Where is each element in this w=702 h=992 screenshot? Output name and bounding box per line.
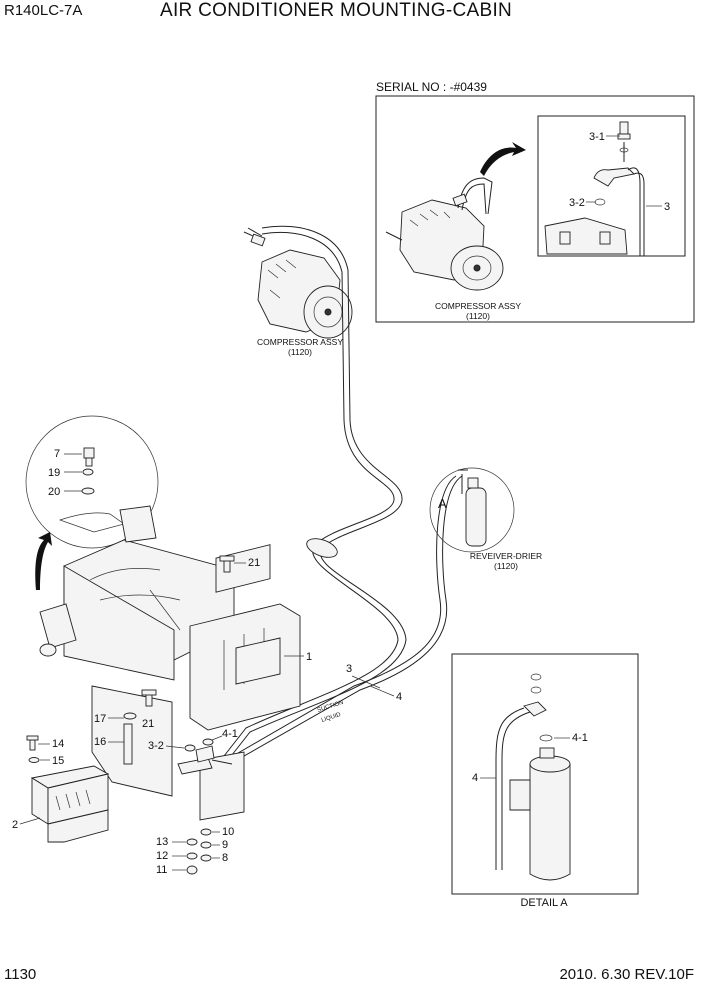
o-ring-icon bbox=[123, 712, 214, 875]
svg-text:COMPRESSOR ASSY: COMPRESSOR ASSY bbox=[257, 337, 343, 347]
svg-text:3-2: 3-2 bbox=[569, 197, 585, 209]
main-callouts: 1 2 3 4 21 21 17 16 14 15 3-2 4-1 13 12 … bbox=[12, 557, 402, 876]
svg-text:COMPRESSOR ASSY: COMPRESSOR ASSY bbox=[435, 301, 521, 311]
control-panel bbox=[26, 735, 110, 843]
svg-text:7: 7 bbox=[54, 448, 60, 460]
svg-text:17: 17 bbox=[94, 713, 106, 725]
detail-a-caption: DETAIL A bbox=[520, 897, 568, 909]
svg-text:4: 4 bbox=[472, 772, 478, 784]
fastener-stack bbox=[58, 447, 125, 533]
svg-text:12: 12 bbox=[156, 850, 168, 862]
page-number: 1130 bbox=[4, 966, 37, 983]
receiver-drier bbox=[458, 469, 487, 547]
svg-text:16: 16 bbox=[94, 736, 106, 748]
caption-receiver: REVEIVER-DRIER (1120) bbox=[470, 551, 542, 571]
svg-text:8: 8 bbox=[222, 852, 228, 864]
svg-text:3-2: 3-2 bbox=[148, 740, 164, 752]
mark-a: A bbox=[438, 496, 447, 511]
hose-fittings bbox=[177, 745, 233, 775]
svg-text:4-1: 4-1 bbox=[572, 732, 588, 744]
caption-compressor-main: COMPRESSOR ASSY (1120) bbox=[257, 337, 343, 357]
svg-text:(1120): (1120) bbox=[494, 561, 518, 571]
detail-a-frame bbox=[451, 653, 639, 895]
receiver-hose-2 bbox=[225, 475, 457, 761]
svg-text:15: 15 bbox=[52, 755, 64, 767]
svg-text:19: 19 bbox=[48, 467, 60, 479]
svg-text:2: 2 bbox=[12, 819, 18, 831]
hose-line-icon bbox=[223, 225, 407, 761]
caption-compressor-inset: COMPRESSOR ASSY (1120) bbox=[435, 301, 521, 321]
receiver-detail-circle bbox=[429, 467, 515, 553]
svg-text:11: 11 bbox=[156, 864, 167, 876]
inset-detail-drawing bbox=[544, 121, 645, 256]
svg-text:9: 9 bbox=[222, 839, 228, 851]
serial-inset-frame bbox=[375, 95, 695, 323]
svg-text:3: 3 bbox=[664, 201, 670, 213]
inset-compressor bbox=[385, 177, 504, 291]
page-title: AIR CONDITIONER MOUNTING-CABIN bbox=[160, 0, 513, 21]
svg-text:21: 21 bbox=[142, 718, 154, 730]
fastener-callouts: 7 19 20 bbox=[48, 448, 82, 498]
rotate-arrow-icon bbox=[35, 532, 52, 590]
receiver-hose bbox=[229, 475, 463, 765]
svg-text:1: 1 bbox=[306, 651, 312, 663]
serial-label: SERIAL NO : -#0439 bbox=[376, 80, 487, 94]
main-compressor bbox=[243, 227, 353, 339]
hose-clamp bbox=[306, 538, 338, 558]
svg-text:4: 4 bbox=[396, 691, 402, 703]
svg-text:21: 21 bbox=[248, 557, 260, 569]
svg-text:(1120): (1120) bbox=[466, 311, 490, 321]
svg-text:13: 13 bbox=[156, 836, 168, 848]
svg-text:REVEIVER-DRIER: REVEIVER-DRIER bbox=[470, 551, 542, 561]
ac-unit bbox=[39, 505, 301, 821]
svg-text:(1120): (1120) bbox=[288, 347, 312, 357]
hose-liquid-label: LIQUID bbox=[321, 712, 343, 724]
detail-a-callouts: 4-1 4 bbox=[472, 732, 588, 784]
model-code: R140LC-7A bbox=[4, 2, 83, 19]
inset-detail-frame bbox=[537, 115, 686, 257]
svg-text:20: 20 bbox=[48, 486, 60, 498]
rotate-arrow-icon bbox=[480, 142, 526, 176]
inset-callouts: 3-1 3-2 3 bbox=[569, 131, 670, 213]
svg-text:4-1: 4-1 bbox=[222, 728, 238, 740]
svg-text:10: 10 bbox=[222, 826, 234, 838]
svg-text:3: 3 bbox=[346, 663, 352, 675]
svg-text:14: 14 bbox=[52, 738, 64, 750]
detail-a-drawing bbox=[495, 673, 571, 881]
revision-date: 2010. 6.30 REV.10F bbox=[559, 966, 694, 983]
bolt-icon bbox=[141, 555, 235, 707]
svg-text:3-1: 3-1 bbox=[589, 131, 605, 143]
fastener-detail-circle bbox=[25, 415, 159, 549]
